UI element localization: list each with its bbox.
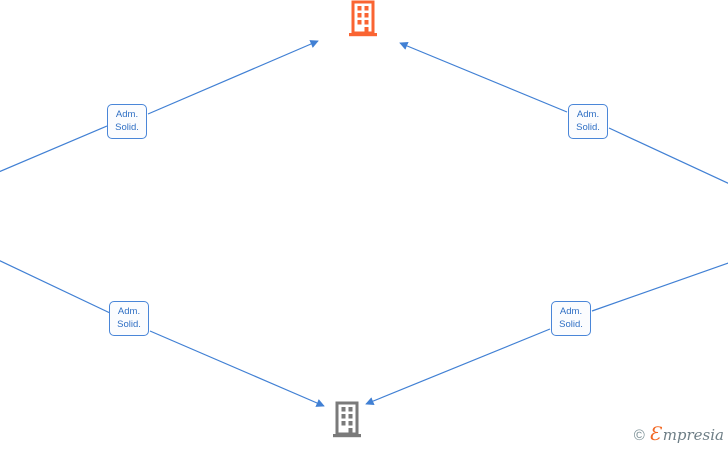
node-top-company-caption	[323, 40, 403, 45]
node-bottom-company-caption	[307, 441, 387, 446]
edge-label-bottom-left[interactable]: Adm. Solid.	[109, 301, 149, 336]
copyright-icon: ©	[633, 427, 645, 444]
node-bottom-company[interactable]	[307, 401, 387, 446]
edge-right-lower-head	[365, 328, 551, 406]
edge-label-top-right[interactable]: Adm. Solid.	[568, 104, 608, 139]
edge-label-line2: Solid.	[115, 122, 139, 133]
building-icon[interactable]	[347, 0, 379, 40]
edge-left-lower-head	[149, 330, 325, 407]
edge-right-upper	[608, 127, 728, 184]
edge-left-upper-head	[147, 40, 319, 115]
edge-left-upper	[0, 125, 108, 173]
edge-label-bottom-right[interactable]: Adm. Solid.	[551, 301, 591, 336]
edge-left-lower	[0, 260, 111, 314]
brand-initial: Ɛ	[648, 423, 661, 445]
building-icon[interactable]	[331, 401, 363, 441]
watermark: © Ɛ mpresia	[634, 425, 724, 444]
edge-right-lower	[591, 262, 728, 312]
edge-label-line2: Solid.	[559, 319, 583, 330]
edge-label-line1: Adm.	[117, 306, 141, 317]
edge-label-line2: Solid.	[117, 319, 141, 330]
edge-label-line1: Adm.	[576, 109, 600, 120]
edge-label-line2: Solid.	[576, 122, 600, 133]
edge-label-line1: Adm.	[115, 109, 139, 120]
edge-label-line1: Adm.	[559, 306, 583, 317]
edge-right-upper-head	[399, 42, 568, 113]
brand-name: mpresia	[662, 426, 724, 444]
node-top-company[interactable]	[323, 0, 403, 45]
edge-label-top-left[interactable]: Adm. Solid.	[107, 104, 147, 139]
